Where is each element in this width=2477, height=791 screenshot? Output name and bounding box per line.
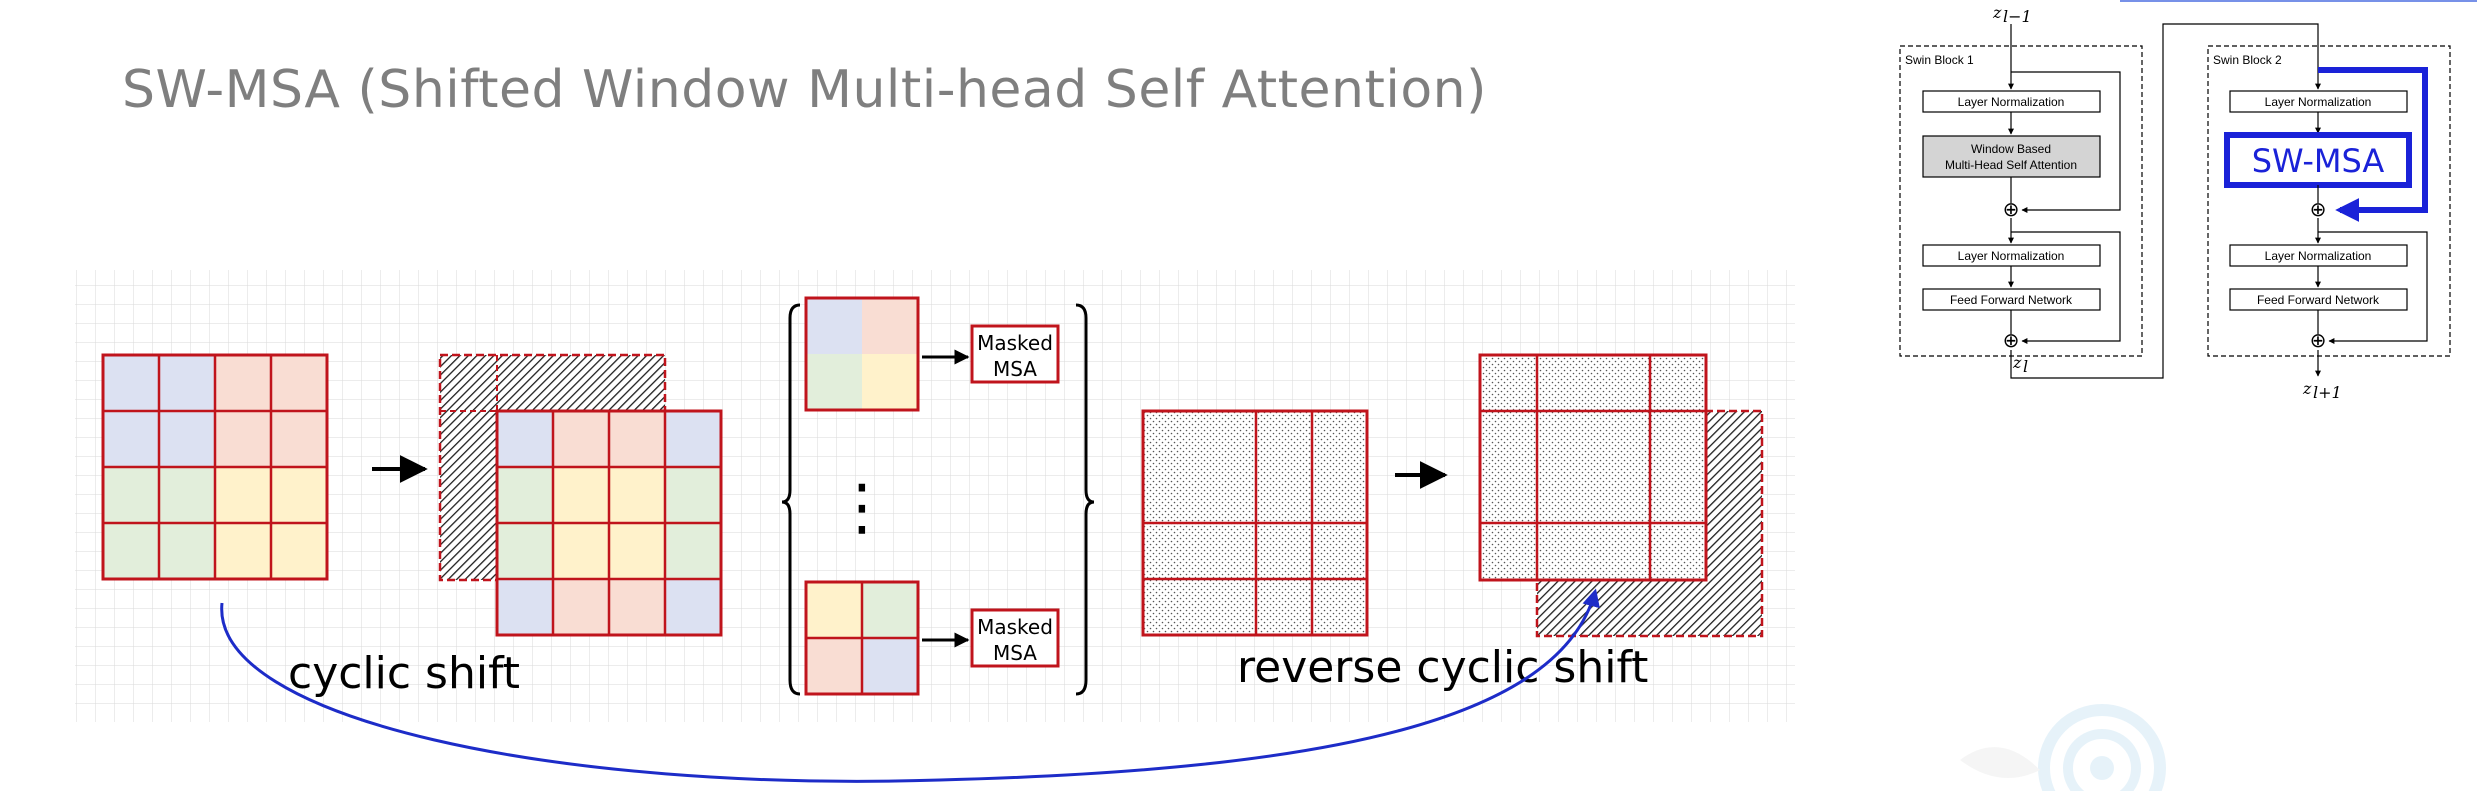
swin-block-1 [1899, 45, 2143, 357]
sw-msa-residual-highlight [2318, 67, 2428, 222]
svg-text:Layer Normalization: Layer Normalization [1958, 249, 2065, 263]
svg-text:Swin Block 1: Swin Block 1 [1905, 53, 1974, 67]
svg-text:⊕: ⊕ [2003, 328, 2020, 352]
svg-text:SW-MSA: SW-MSA [2252, 142, 2385, 180]
shifted-feature-map [438, 353, 723, 637]
svg-text:l+1: l+1 [2313, 383, 2342, 402]
svg-text:Multi-Head Self Attention: Multi-Head Self Attention [1945, 158, 2077, 172]
watermark-logo [1960, 704, 2166, 791]
swin-block-2 [2207, 45, 2451, 357]
swin-block-diagram: Swin Block 1 z l−1 Layer Normalization W… [1877, 0, 2477, 402]
svg-text:l: l [2023, 357, 2028, 376]
svg-text:⊕: ⊕ [2310, 197, 2327, 221]
bottom-window [804, 580, 920, 696]
svg-text:Layer Normalization: Layer Normalization [1958, 95, 2065, 109]
original-feature-map [101, 353, 329, 581]
svg-text:Masked: Masked [977, 615, 1053, 639]
svg-text:⊕: ⊕ [2003, 197, 2020, 221]
svg-text:Layer Normalization: Layer Normalization [2265, 95, 2372, 109]
attention-output-map [1141, 409, 1369, 637]
reverse-cyclic-shift-label: reverse cyclic shift [1237, 642, 1648, 693]
svg-text:MSA: MSA [993, 641, 1037, 665]
cyclic-shift-arc [220, 588, 1600, 783]
masked-msa-box-top: Masked MSA [970, 324, 1060, 384]
ellipsis-dots: ⋮ [831, 470, 893, 543]
svg-text:MSA: MSA [993, 357, 1037, 381]
svg-text:Swin Block 2: Swin Block 2 [2213, 53, 2282, 67]
svg-text:Feed Forward Network: Feed Forward Network [1950, 293, 2073, 307]
svg-text:z: z [2302, 379, 2312, 398]
svg-text:z: z [2012, 353, 2022, 372]
reverse-shifted-map [1478, 353, 1764, 638]
svg-text:z: z [1992, 3, 2002, 22]
slide-title: SW-MSA (Shifted Window Multi-head Self A… [122, 60, 1487, 120]
cyclic-shift-label: cyclic shift [288, 648, 520, 699]
svg-text:Layer Normalization: Layer Normalization [2265, 249, 2372, 263]
svg-text:Masked: Masked [977, 331, 1053, 355]
masked-msa-box-bottom: Masked MSA [970, 608, 1060, 668]
svg-text:Window Based: Window Based [1971, 142, 2051, 156]
window-batch-bracket [781, 303, 1095, 696]
svg-text:l−1: l−1 [2003, 7, 2032, 26]
top-window [804, 296, 920, 412]
svg-text:Feed Forward Network: Feed Forward Network [2257, 293, 2380, 307]
svg-text:⊕: ⊕ [2310, 328, 2327, 352]
